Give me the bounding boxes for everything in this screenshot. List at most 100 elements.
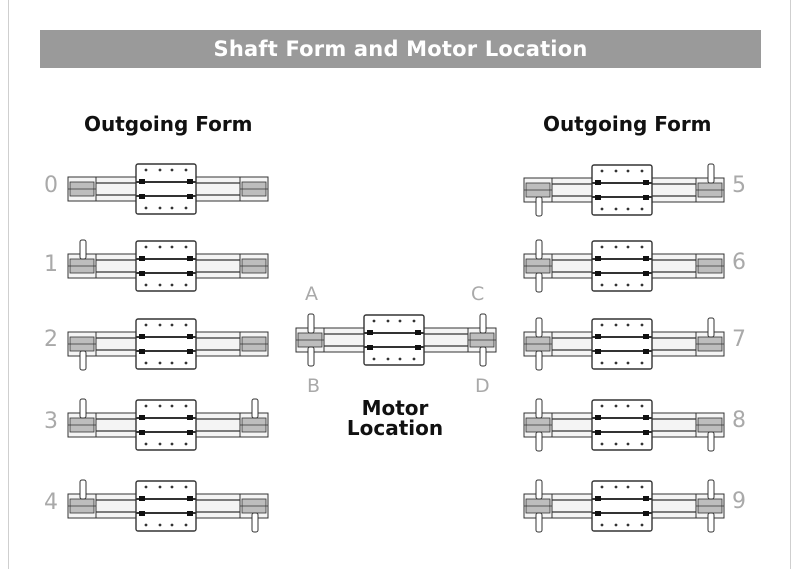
left-heading: Outgoing Form [84,112,253,136]
mount-hole [184,168,188,172]
form-number-5: 5 [732,173,746,198]
carriage [591,399,653,451]
output-shaft [535,512,543,533]
output-shaft [535,317,543,338]
carriage-block [643,180,649,185]
mount-hole [184,404,188,408]
mount-hole [412,357,416,361]
page-frame [8,0,791,569]
mount-hole [158,404,162,408]
carriage-block [595,180,601,185]
mount-hole [640,404,644,408]
mount-hole [600,283,604,287]
mount-hole [144,283,148,287]
output-shaft [535,272,543,293]
mount-hole [626,361,630,365]
mount-hole [170,485,174,489]
output-shaft [479,346,487,367]
carriage-block [139,349,145,354]
motor-label-line1: Motor [361,396,429,420]
form-number-3: 3 [44,409,58,434]
mount-hole [158,361,162,365]
mount-hole [170,283,174,287]
mount-hole [600,207,604,211]
shaft-form-2-diagram [67,318,269,371]
mount-hole [184,361,188,365]
form-number-2: 2 [44,327,58,352]
carriage [591,480,653,532]
output-shaft [535,398,543,419]
carriage-block [595,334,601,339]
mount-hole [170,206,174,210]
shaft-form-6-diagram [523,239,725,293]
mount-hole [184,323,188,327]
mount-hole [158,168,162,172]
mount-hole [614,207,618,211]
mount-hole [614,169,618,173]
mount-hole [144,206,148,210]
mount-hole [144,323,148,327]
mount-hole [614,245,618,249]
mount-hole [184,523,188,527]
page-title: Shaft Form and Motor Location [40,30,761,68]
mount-hole [184,442,188,446]
mount-hole [144,245,148,249]
mount-hole [640,283,644,287]
carriage-block [595,415,601,420]
mount-hole [412,319,416,323]
motor-letter-b: B [307,375,321,397]
mount-hole [626,207,630,211]
carriage-block [139,511,145,516]
mount-hole [640,323,644,327]
mount-hole [170,323,174,327]
mount-hole [600,169,604,173]
carriage [135,318,197,370]
carriage-block [139,179,145,184]
output-shaft [535,431,543,452]
mount-hole [170,245,174,249]
carriage-block [187,496,193,501]
carriage-block [187,430,193,435]
mount-hole [626,323,630,327]
carriage-block [643,195,649,200]
motor-label-line2: Location [346,416,444,440]
mount-hole [626,283,630,287]
form-number-7: 7 [732,327,746,352]
mount-hole [614,485,618,489]
mount-hole [398,357,402,361]
mount-hole [386,319,390,323]
carriage-block [139,415,145,420]
mount-hole [614,442,618,446]
mount-hole [184,485,188,489]
carriage-block [595,256,601,261]
carriage-block [367,345,373,350]
mount-hole [184,206,188,210]
mount-hole [158,283,162,287]
mount-hole [640,485,644,489]
shaft-form-0-diagram [67,163,269,215]
mount-hole [614,404,618,408]
carriage-block [187,334,193,339]
mount-hole [640,207,644,211]
mount-hole [626,523,630,527]
carriage-block [643,256,649,261]
mount-hole [170,168,174,172]
carriage-block [643,349,649,354]
right-heading: Outgoing Form [543,112,712,136]
mount-hole [372,319,376,323]
output-shaft [707,317,715,338]
mount-hole [614,523,618,527]
shaft-form-7-diagram [523,317,725,371]
carriage [135,240,197,292]
carriage-block [139,194,145,199]
mount-hole [600,404,604,408]
mount-hole [144,442,148,446]
mount-hole [372,357,376,361]
output-shaft [535,350,543,371]
mount-hole [170,523,174,527]
carriage-block [595,271,601,276]
motor-location-label: Motor Location [335,398,455,438]
shaft-form-3-diagram [67,398,269,451]
carriage-block [187,271,193,276]
mount-hole [184,283,188,287]
